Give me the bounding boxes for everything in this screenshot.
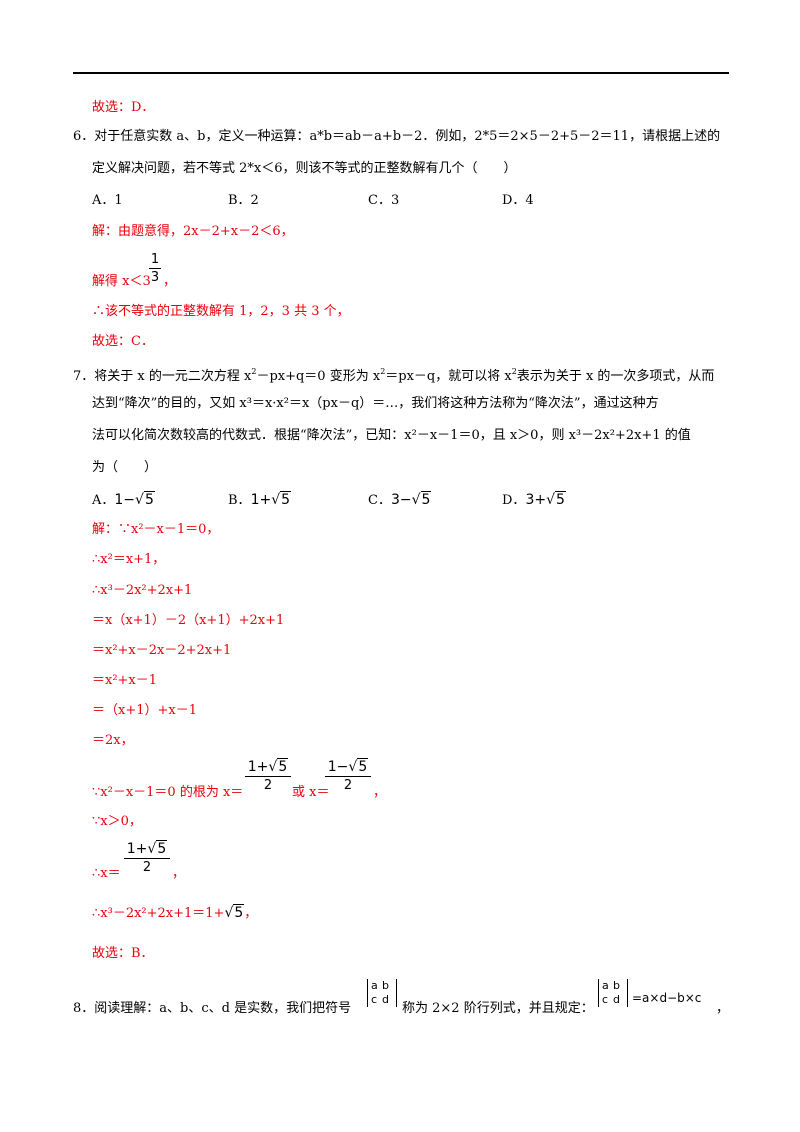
q8-middle: 称为 2×2 阶行列式，并且规定： xyxy=(402,1001,594,1016)
q7-option-c: C．3−√5 xyxy=(368,491,432,508)
q6-option-b: B．2 xyxy=(228,193,259,208)
q6-option-d: D．4 xyxy=(502,193,534,208)
q7-root-suffix: ， xyxy=(373,785,387,800)
q7-line3: 法可以化简次数较高的代数式．根据“降次法”，已知：x²－x－1＝0，且 x＞0，… xyxy=(92,428,691,443)
q6-answer: 故选：C． xyxy=(92,334,154,349)
q7-step-7: ＝（x+1）+x－1 xyxy=(92,703,197,718)
q7-step-1: 解：∵x²－x－1＝0， xyxy=(92,522,220,537)
q6-solution-1: 解：由题意得，2x－2+x－2＜6， xyxy=(92,224,294,239)
q7-root-fraction-2: 1−√5 2 xyxy=(325,758,371,793)
q7-step-8: ＝2x， xyxy=(92,733,134,748)
q7-step-5: ＝x²+x－2x－2+2x+1 xyxy=(92,643,232,658)
q6-option-a: A．1 xyxy=(92,193,123,208)
q7-option-b: B．1+√5 xyxy=(228,491,292,508)
q7-step-10: ∵x＞0， xyxy=(92,814,142,829)
q7-step-11-suffix: ， xyxy=(172,866,186,881)
q8-rule-formula: =a×d−b×c xyxy=(632,991,702,1005)
q5-answer: 故选：D． xyxy=(92,100,155,115)
q7-step-4: ＝x（x+1）－2（x+1）+2x+1 xyxy=(92,613,285,628)
q7-answer: 故选：B． xyxy=(92,946,154,961)
q7-positive-root-fraction: 1+√5 2 xyxy=(124,840,170,875)
q6-option-c: C．3 xyxy=(368,193,400,208)
q7-step-6: ＝x²+x－1 xyxy=(92,673,158,688)
header-rule xyxy=(73,72,729,74)
q7-step-3: ∴x³－2x²+2x+1 xyxy=(92,583,193,598)
q7-option-a: A．1−√5 xyxy=(92,491,155,508)
q7-root-prefix: ∵x²－x－1＝0 的根为 x＝ xyxy=(92,785,244,800)
q6-fraction-numerator: 1 xyxy=(150,252,160,267)
q6-fraction: 1 3 xyxy=(149,252,161,285)
q6-solution-2-prefix: 解得 x＜3 xyxy=(92,274,151,289)
q6-fraction-denominator: 3 xyxy=(150,270,160,285)
q7-root-middle: 或 x＝ xyxy=(292,785,330,800)
q6-line1: 6．对于任意实数 a、b，定义一种运算：a*b＝ab－a+b－2．例如，2*5＝… xyxy=(73,129,721,144)
q7-line4: 为（ ） xyxy=(92,460,158,475)
q6-solution-3: ∴该不等式的正整数解有 1，2，3 共 3 个， xyxy=(92,304,350,319)
q8-suffix: ， xyxy=(716,1001,730,1016)
q8-prefix: 8．阅读理解：a、b、c、d 是实数，我们把符号 xyxy=(73,1001,352,1016)
q7-line1: 7．将关于 x 的一元二次方程 x2－px+q＝0 变形为 x2＝px－q，就可… xyxy=(73,367,715,384)
q7-step-11-prefix: ∴x＝ xyxy=(92,866,121,881)
q7-option-d: D．3+√5 xyxy=(502,491,566,508)
q7-step-2: ∴x²＝x+1， xyxy=(92,552,166,567)
q7-root-fraction-1: 1+√5 2 xyxy=(245,758,291,793)
q7-line2: 达到“降次”的目的，又如 x³＝x·x²＝x（px－q）＝…，我们将这种方法称为… xyxy=(92,396,659,411)
q6-solution-2-suffix: ， xyxy=(163,274,177,289)
q7-step-12: ∴x³－2x²+2x+1＝1+√5， xyxy=(92,904,258,921)
q6-line2: 定义解决问题，若不等式 2*x＜6，则该不等式的正整数解有几个（ ） xyxy=(92,161,517,176)
